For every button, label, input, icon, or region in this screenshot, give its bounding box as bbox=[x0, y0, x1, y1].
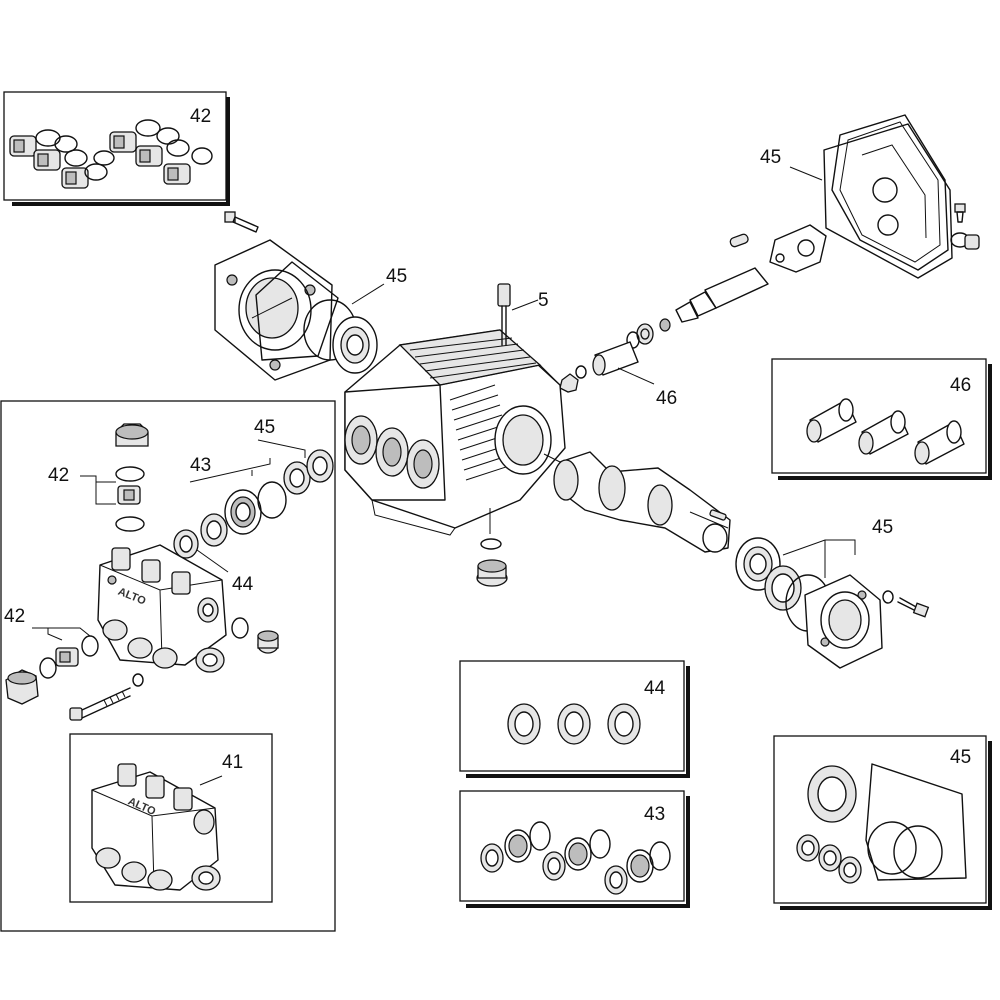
callout-43-seals: 43 bbox=[190, 455, 211, 476]
callout-5-dipstick: 5 bbox=[538, 290, 549, 311]
callout-43-kit: 43 bbox=[644, 804, 665, 825]
drain-oring bbox=[480, 538, 502, 550]
kit-box-41[interactable]: 41 ALTO bbox=[69, 733, 273, 903]
callout-45-right-flange: 45 bbox=[872, 517, 893, 538]
valve-assembly-icon bbox=[9, 119, 213, 189]
callout-45-head-seals: 45 bbox=[254, 417, 275, 438]
kit-box-45[interactable]: 45 bbox=[773, 735, 992, 910]
kit-box-42[interactable]: 42 bbox=[3, 91, 230, 206]
plug-lower bbox=[5, 669, 39, 705]
washer-bolt bbox=[132, 673, 144, 687]
oil-seal-right bbox=[764, 565, 802, 611]
oring-top-1 bbox=[115, 466, 145, 482]
callout-44-kit: 44 bbox=[644, 678, 666, 699]
rear-crankcase-cover[interactable] bbox=[823, 114, 953, 279]
drain-screw-rear bbox=[950, 203, 980, 250]
small-plug-side bbox=[257, 630, 279, 654]
drain-plug bbox=[476, 559, 508, 587]
plug-top bbox=[115, 423, 149, 447]
oil-dipstick bbox=[497, 283, 511, 346]
pump-head-manifold[interactable]: ALTO bbox=[97, 544, 227, 673]
callout-45-left-flange: 45 bbox=[386, 266, 407, 287]
seal-kit-43[interactable] bbox=[200, 481, 287, 547]
callout-41-kit: 41 bbox=[222, 752, 243, 773]
seal-set-icon bbox=[480, 821, 671, 895]
gasket-seal-set-icon bbox=[796, 763, 967, 884]
bearing-cover-flange-right[interactable] bbox=[804, 574, 883, 669]
cover-gasket bbox=[823, 123, 953, 279]
kit-box-46[interactable]: 46 bbox=[771, 358, 992, 480]
callout-45-kit: 45 bbox=[950, 747, 971, 768]
connecting-rod[interactable] bbox=[769, 224, 827, 273]
flange-gasket-left bbox=[255, 261, 339, 361]
callout-46-sleeve: 46 bbox=[656, 388, 677, 409]
retaining-ring-44[interactable] bbox=[173, 529, 199, 559]
shaft-key bbox=[709, 509, 727, 521]
piston-pin bbox=[729, 233, 749, 248]
oring-top-2 bbox=[115, 516, 145, 532]
long-bolt bbox=[69, 687, 131, 721]
screw-top-left bbox=[224, 211, 259, 233]
oring-side bbox=[231, 617, 249, 639]
kit-box-44[interactable]: 44 bbox=[459, 660, 690, 778]
valve-top[interactable] bbox=[117, 485, 141, 505]
callout-42-head: 42 bbox=[48, 465, 69, 486]
valve-lower[interactable] bbox=[55, 647, 79, 667]
plunger-sleeve[interactable] bbox=[559, 341, 639, 393]
plunger-guide[interactable] bbox=[626, 267, 769, 349]
callout-42-lower: 42 bbox=[4, 606, 25, 627]
callout-46-kit: 46 bbox=[950, 375, 971, 396]
oring-lower-1 bbox=[39, 657, 57, 679]
seal-kit-45-head[interactable] bbox=[283, 449, 334, 495]
retaining-ring-set-icon bbox=[507, 703, 641, 745]
crankshaft[interactable] bbox=[553, 451, 731, 553]
pump-crankcase[interactable] bbox=[344, 329, 566, 536]
callout-44-ring: 44 bbox=[232, 574, 254, 595]
callout-45-rear-cover: 45 bbox=[760, 147, 781, 168]
manifold-head-icon: ALTO bbox=[91, 763, 221, 891]
ball-bearing-left[interactable] bbox=[332, 316, 378, 374]
kit-box-43[interactable]: 43 bbox=[459, 790, 690, 908]
screw-right bbox=[897, 597, 930, 618]
washer-right bbox=[882, 590, 894, 604]
callout-42-kit: 42 bbox=[190, 106, 211, 127]
plunger-sleeve-set-icon bbox=[806, 398, 965, 465]
